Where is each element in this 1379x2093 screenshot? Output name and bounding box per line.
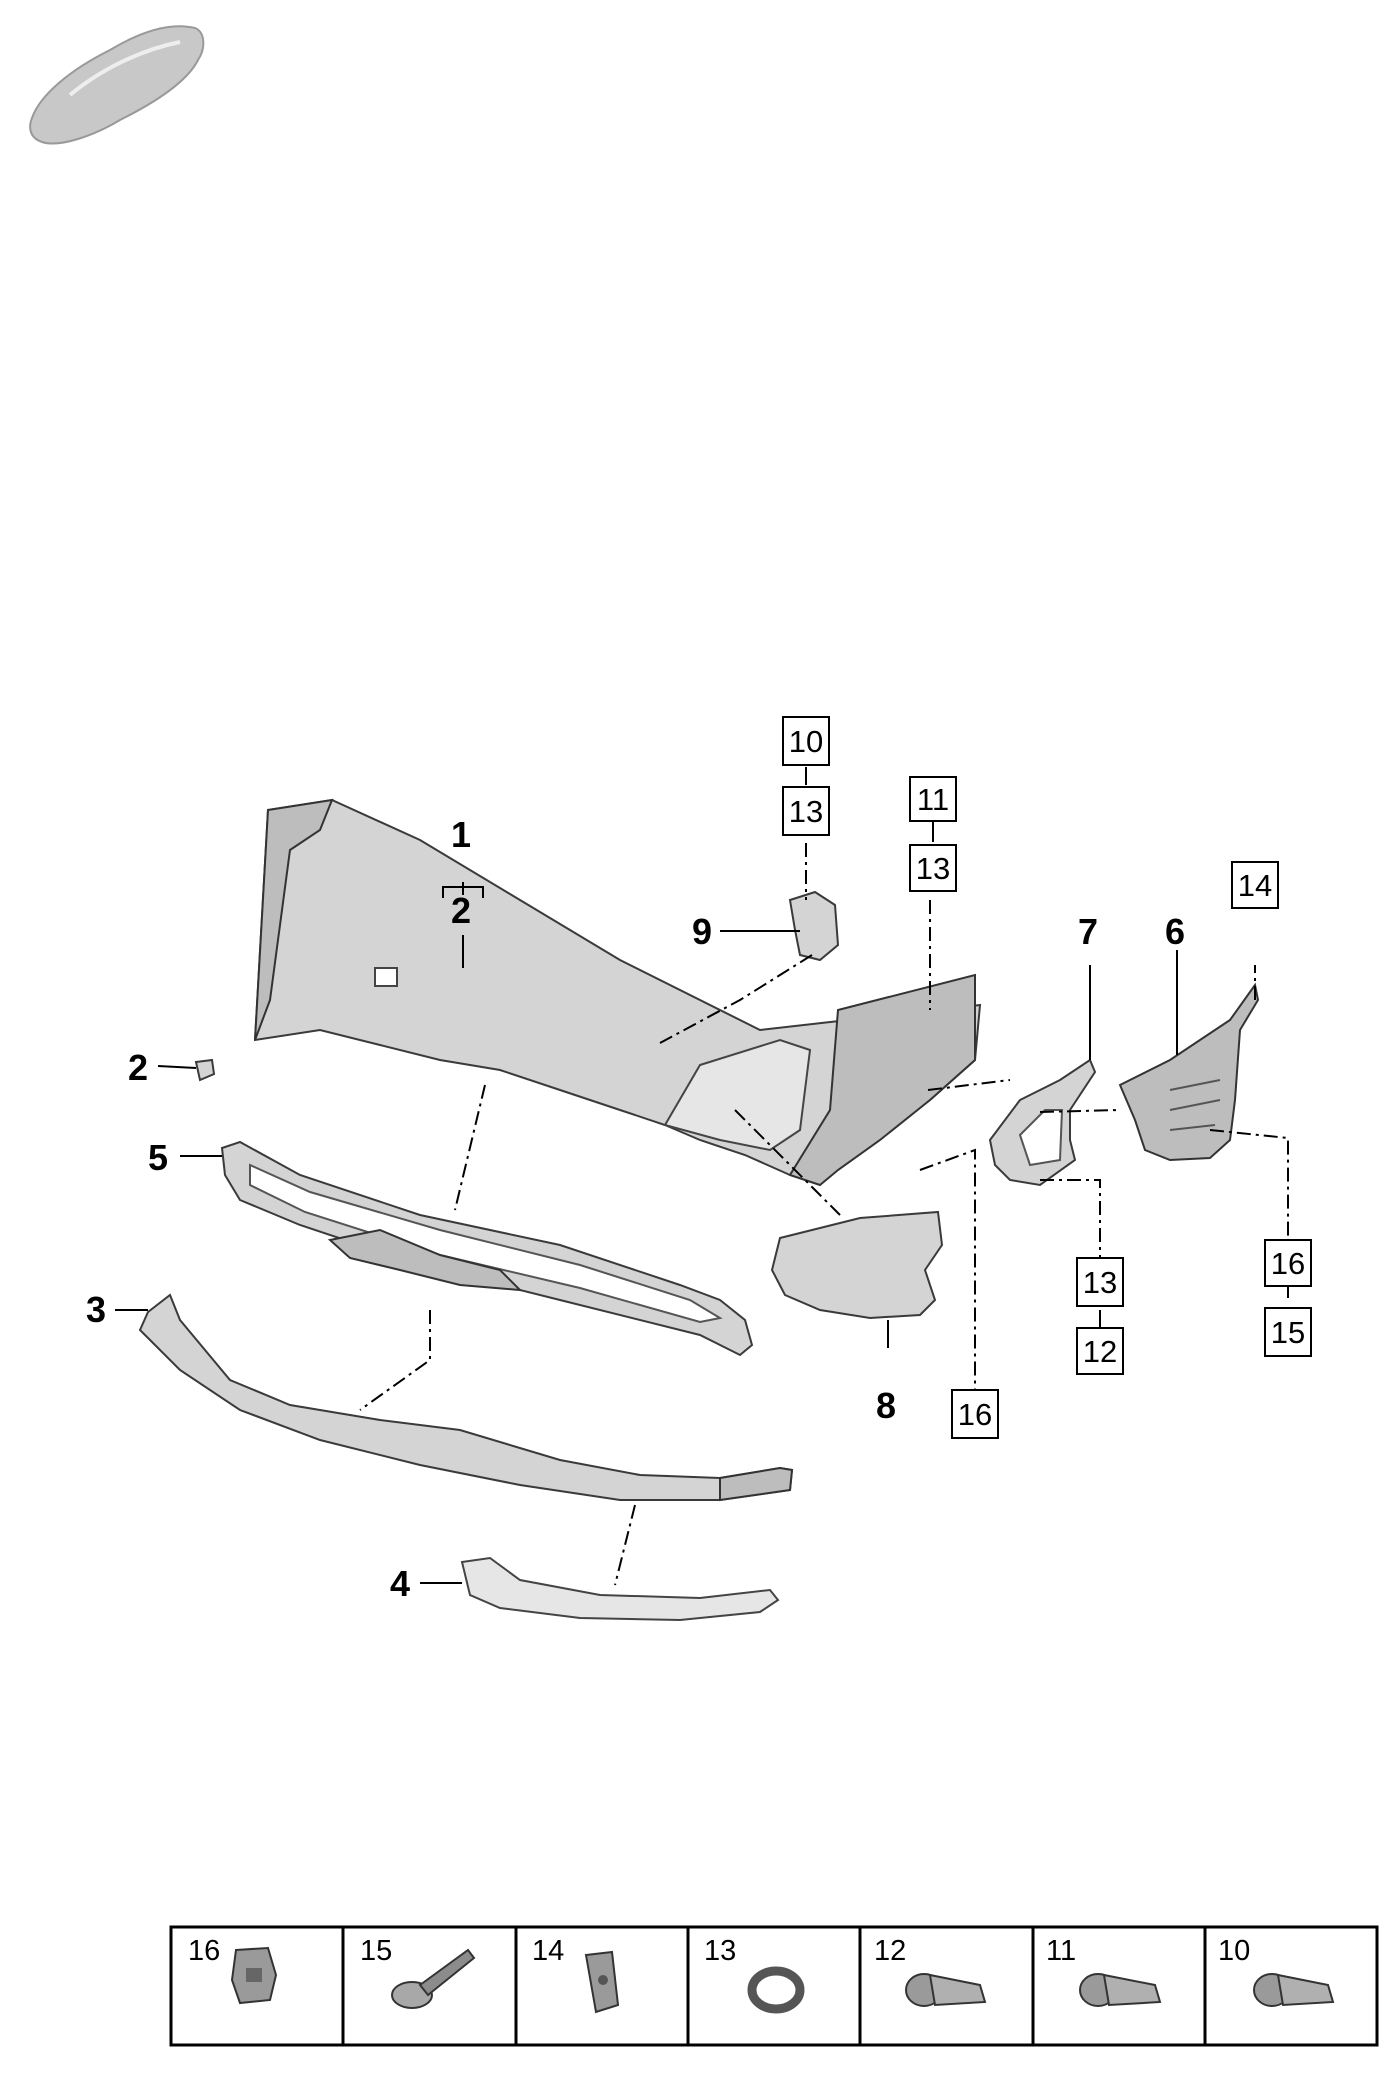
side-cover-part <box>770 1210 944 1320</box>
boxed-references: 10 13 11 13 14 16 15 13 12 16 <box>782 716 1312 1439</box>
legend-num-15: 15 <box>360 1935 392 1967</box>
callout-2: 2 <box>128 1047 148 1088</box>
bumper-cover-part <box>253 798 982 1187</box>
boxed-ref-16: 16 <box>958 1397 992 1432</box>
callout-3: 3 <box>86 1289 106 1330</box>
boxed-ref-16: 16 <box>1271 1246 1305 1281</box>
sensor-icon <box>1079 1973 1162 2007</box>
boxed-ref-15: 15 <box>1271 1315 1305 1350</box>
legend-num-16: 16 <box>188 1935 220 1967</box>
ring-icon <box>747 1966 805 2014</box>
front-spoiler-part <box>138 1293 794 1502</box>
legend-num-11: 11 <box>1046 1935 1076 1967</box>
boxed-ref-14: 14 <box>1238 868 1272 903</box>
towing-eye-cover-part <box>194 1058 216 1082</box>
sensor-bracket-part <box>788 890 840 962</box>
boxed-ref-13: 13 <box>916 851 950 886</box>
boxed-ref-13: 13 <box>1083 1265 1117 1300</box>
callout-5: 5 <box>148 1137 168 1178</box>
legend-num-10: 10 <box>1218 1935 1250 1967</box>
boxed-ref-11: 11 <box>917 782 949 817</box>
sensor-icon <box>1253 1973 1335 2007</box>
clip-icon <box>584 1950 620 2014</box>
fastener-legend-table: 16 15 14 13 12 11 <box>169 1925 1379 2047</box>
clip-nut-icon <box>230 1946 278 2005</box>
legend-num-13: 13 <box>704 1935 736 1967</box>
mounting-bracket-part <box>1118 982 1260 1162</box>
callout-7: 7 <box>1078 911 1098 952</box>
callout-8: 8 <box>876 1385 896 1426</box>
callout-2-under-1: 2 <box>451 890 471 931</box>
vehicle-thumbnail <box>29 25 205 145</box>
dash-dot-lines <box>359 843 1289 1586</box>
grille-frame-part <box>220 1140 754 1357</box>
leader-lines <box>115 767 1289 1584</box>
sensor-icon <box>905 1973 987 2007</box>
legend-num-14: 14 <box>532 1935 564 1967</box>
boxed-ref-12: 12 <box>1083 1334 1117 1369</box>
legend-num-12: 12 <box>874 1935 906 1967</box>
callout-4: 4 <box>390 1563 410 1604</box>
callout-9: 9 <box>692 911 712 952</box>
callout-1: 1 <box>451 814 471 855</box>
screw-icon <box>391 1948 476 2009</box>
spoiler-trim-part <box>460 1556 780 1622</box>
callout-6: 6 <box>1165 911 1185 952</box>
boxed-ref-13: 13 <box>789 794 823 829</box>
boxed-ref-10: 10 <box>789 724 823 759</box>
callout-numbers: 1 2 2 5 3 4 9 8 7 6 <box>86 814 1185 1604</box>
air-duct-part <box>988 1058 1097 1187</box>
